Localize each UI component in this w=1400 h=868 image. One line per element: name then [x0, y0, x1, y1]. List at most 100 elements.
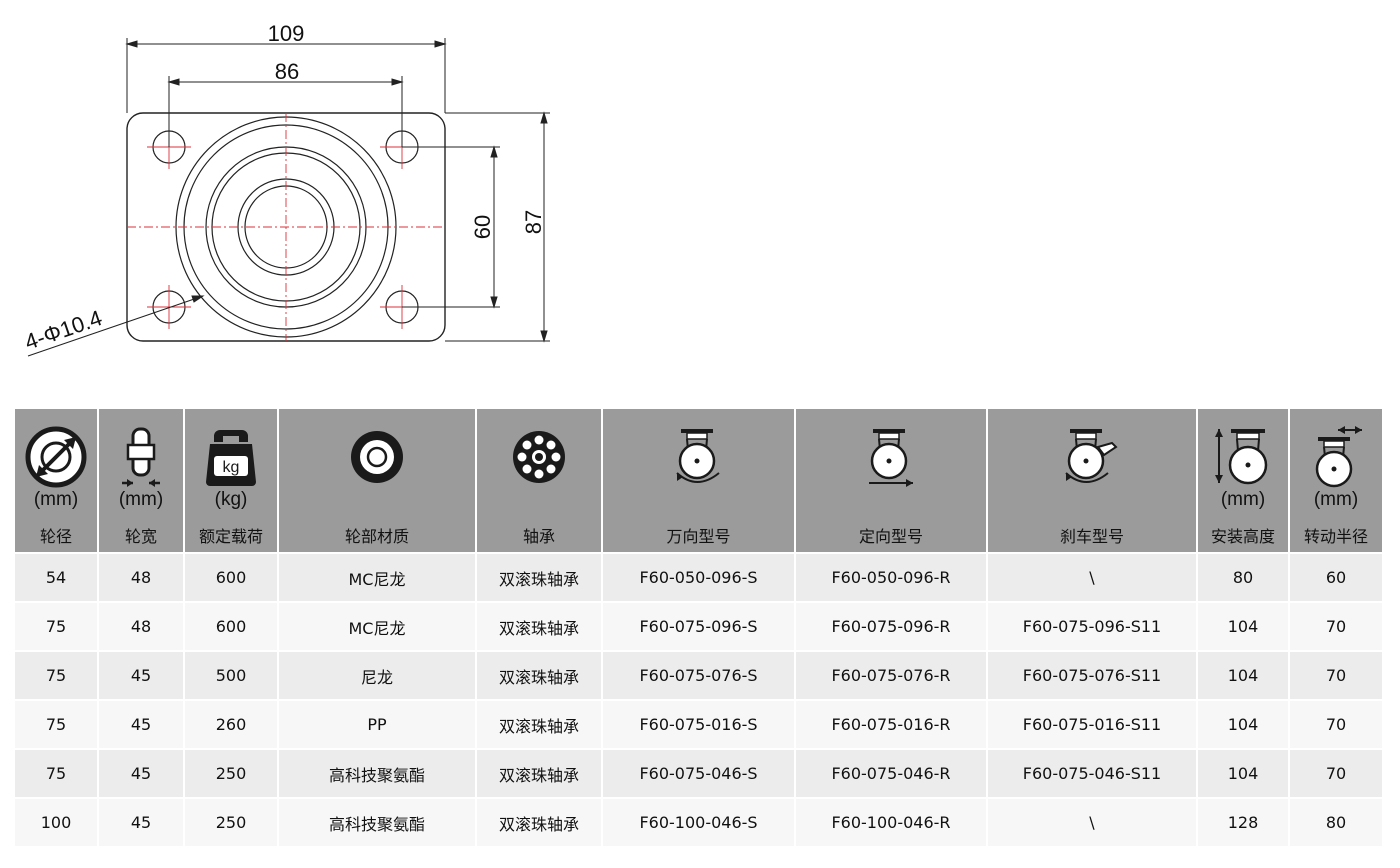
cell-brake-model: \ — [988, 799, 1196, 846]
cell-swivel-radius: 60 — [1290, 554, 1382, 601]
header-wheel-diameter: (mm) 轮径 — [15, 409, 97, 552]
header-label: 轮部材质 — [344, 527, 409, 546]
wheel-material-icon — [351, 431, 403, 483]
cell-wheel-diameter: 54 — [15, 554, 97, 601]
dimension-hole-spacing-x-label: 86 — [275, 59, 299, 84]
cell-swivel-radius: 70 — [1290, 701, 1382, 748]
cell-wheel-width: 45 — [99, 652, 183, 699]
cell-wheel-diameter: 75 — [15, 750, 97, 797]
caster-spec-table: (mm) 轮径 (mm) 轮宽 — [13, 407, 1384, 848]
cell-brake-model: \ — [988, 554, 1196, 601]
cell-wheel-material: 高科技聚氨酯 — [279, 799, 475, 846]
hole-callout-label: 4-Φ10.4 — [21, 305, 105, 355]
cell-bearing: 双滚珠轴承 — [477, 652, 601, 699]
dimension-hole-spacing-y — [402, 145, 500, 309]
cell-wheel-diameter: 75 — [15, 652, 97, 699]
cell-wheel-material: MC尼龙 — [279, 554, 475, 601]
cell-rigid-model: F60-075-016-R — [796, 701, 986, 748]
header-rigid-model: 定向型号 — [796, 409, 986, 552]
header-bearing: 轴承 — [477, 409, 601, 552]
cell-rated-load: 250 — [185, 799, 277, 846]
cell-bearing: 双滚珠轴承 — [477, 603, 601, 650]
cell-wheel-width: 48 — [99, 554, 183, 601]
cell-swivel-model: F60-050-096-S — [603, 554, 794, 601]
cell-rated-load: 500 — [185, 652, 277, 699]
dimension-width — [125, 38, 447, 113]
header-label: 额定载荷 — [198, 527, 263, 546]
cell-bearing: 双滚珠轴承 — [477, 750, 601, 797]
dimension-height — [445, 111, 550, 343]
ball-bearing-icon — [513, 431, 565, 483]
cell-wheel-material: 尼龙 — [279, 652, 475, 699]
header-wheel-width: (mm) 轮宽 — [99, 409, 183, 552]
weight-kg-icon: kg — [206, 430, 256, 486]
header-unit: (mm) — [1220, 489, 1266, 510]
wheel-width-icon — [122, 427, 160, 487]
cell-rated-load: 600 — [185, 554, 277, 601]
header-mounting-height: (mm) 安装高度 — [1198, 409, 1288, 552]
cell-rigid-model: F60-075-076-R — [796, 652, 986, 699]
cell-mounting-height: 104 — [1198, 603, 1288, 650]
cell-rigid-model: F60-050-096-R — [796, 554, 986, 601]
cell-wheel-diameter: 75 — [15, 701, 97, 748]
cell-rated-load: 250 — [185, 750, 277, 797]
cell-brake-model: F60-075-096-S11 — [988, 603, 1196, 650]
swivel-radius-icon — [1315, 426, 1362, 488]
cell-wheel-diameter: 100 — [15, 799, 97, 846]
header-label: 转动半径 — [1303, 527, 1368, 546]
cell-swivel-model: F60-075-096-S — [603, 603, 794, 650]
cell-rigid-model: F60-075-046-R — [796, 750, 986, 797]
dimension-width-label: 109 — [268, 21, 305, 46]
header-brake-model: 刹车型号 — [988, 409, 1196, 552]
header-unit: (mm) — [33, 489, 79, 510]
cell-brake-model: F60-075-016-S11 — [988, 701, 1196, 748]
dimension-hole-spacing-y-label: 60 — [470, 215, 495, 239]
header-label: 轴承 — [522, 527, 555, 546]
hole-leader-line — [27, 295, 205, 357]
cell-bearing: 双滚珠轴承 — [477, 799, 601, 846]
cell-rigid-model: F60-075-096-R — [796, 603, 986, 650]
wheel-diameter-icon — [25, 426, 87, 488]
header-swivel-model: 万向型号 — [603, 409, 794, 552]
header-label: 定向型号 — [858, 527, 923, 546]
cell-swivel-model: F60-075-076-S — [603, 652, 794, 699]
cell-brake-model: F60-075-076-S11 — [988, 652, 1196, 699]
header-label: 刹车型号 — [1059, 527, 1124, 546]
cell-mounting-height: 104 — [1198, 701, 1288, 748]
cell-swivel-radius: 80 — [1290, 799, 1382, 846]
header-label: 安装高度 — [1210, 527, 1275, 546]
header-unit: (kg) — [214, 489, 248, 510]
cell-swivel-model: F60-075-016-S — [603, 701, 794, 748]
cell-wheel-width: 45 — [99, 701, 183, 748]
cell-wheel-width: 45 — [99, 799, 183, 846]
rigid-caster-icon — [869, 429, 913, 487]
dimension-hole-spacing-x — [167, 76, 404, 147]
header-label: 轮宽 — [124, 527, 157, 546]
cell-wheel-material: 高科技聚氨酯 — [279, 750, 475, 797]
brake-caster-icon — [1065, 429, 1118, 483]
cell-rigid-model: F60-100-046-R — [796, 799, 986, 846]
cell-swivel-radius: 70 — [1290, 652, 1382, 699]
cell-mounting-height: 128 — [1198, 799, 1288, 846]
cell-mounting-height: 80 — [1198, 554, 1288, 601]
mounting-height-icon — [1215, 429, 1268, 485]
cell-mounting-height: 104 — [1198, 652, 1288, 699]
cell-rated-load: 600 — [185, 603, 277, 650]
header-rated-load: kg (kg) 额定载荷 — [185, 409, 277, 552]
mounting-hole-bottom-left — [147, 285, 191, 329]
cell-brake-model: F60-075-046-S11 — [988, 750, 1196, 797]
header-unit: (mm) — [1313, 489, 1359, 510]
cell-swivel-model: F60-075-046-S — [603, 750, 794, 797]
swivel-caster-icon — [675, 429, 720, 483]
cell-swivel-radius: 70 — [1290, 750, 1382, 797]
header-label: 轮径 — [39, 527, 72, 546]
cell-wheel-width: 48 — [99, 603, 183, 650]
cell-rated-load: 260 — [185, 701, 277, 748]
svg-text:kg: kg — [223, 459, 240, 476]
header-swivel-radius: (mm) 转动半径 — [1290, 409, 1382, 552]
